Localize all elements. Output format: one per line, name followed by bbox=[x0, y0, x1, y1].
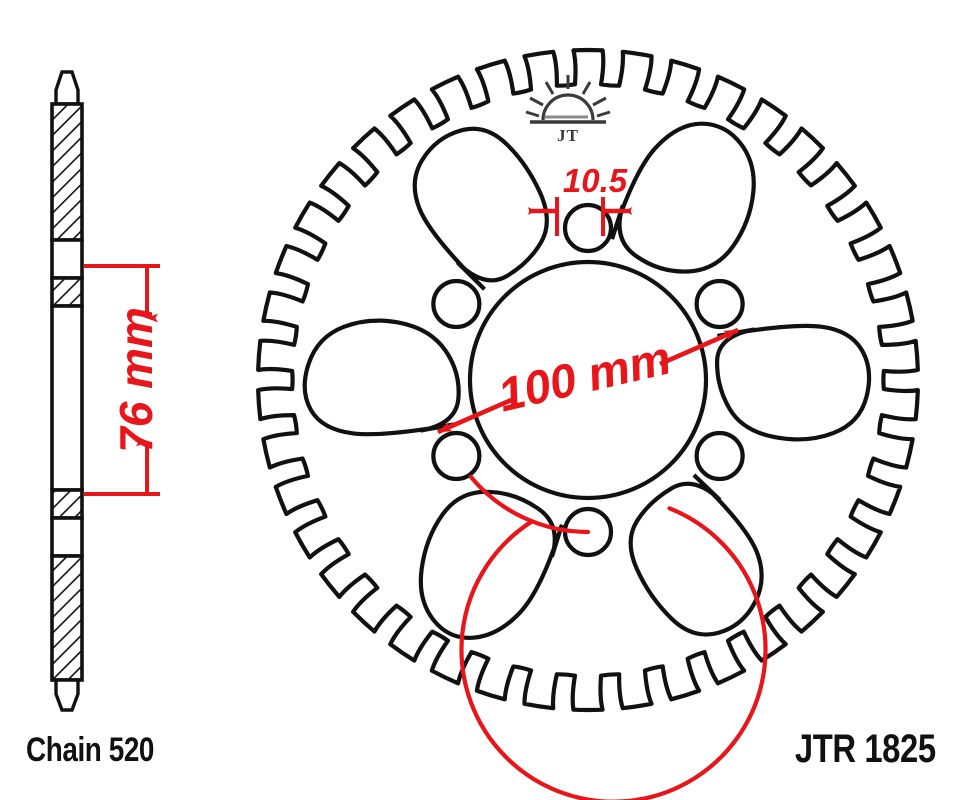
section-top-hatch bbox=[50, 102, 84, 242]
sunrise-dome bbox=[541, 93, 595, 121]
bolt-hole bbox=[431, 278, 482, 330]
section-lower-band bbox=[50, 488, 84, 520]
section-top-tip bbox=[54, 70, 80, 106]
part-number-label: JTR 1825 bbox=[795, 727, 936, 771]
dim100-arrow-right bbox=[659, 327, 739, 367]
lightening-hole bbox=[302, 318, 461, 437]
lightening-hole bbox=[714, 323, 872, 442]
dimension-10-5-label: 10.5 bbox=[563, 162, 628, 199]
section-bottom-hatch bbox=[50, 554, 84, 682]
bolt-hole bbox=[694, 278, 745, 330]
dimension-76mm: 76 mm bbox=[84, 264, 162, 496]
lightening-hole bbox=[412, 126, 549, 291]
ray-4 bbox=[592, 96, 607, 107]
side-section-view bbox=[50, 70, 84, 712]
section-bottom-gap bbox=[50, 516, 84, 558]
ray-1 bbox=[544, 81, 555, 95]
dim100-arrow-left bbox=[437, 395, 517, 435]
ray-6 bbox=[596, 110, 611, 118]
lightening-holes-group bbox=[302, 121, 872, 640]
lightening-hole bbox=[418, 489, 564, 640]
ray-2 bbox=[581, 81, 592, 95]
dimension-76mm-label: 76 mm bbox=[110, 307, 162, 453]
bolt-circle-arc-tail bbox=[468, 474, 591, 535]
center-bore bbox=[467, 259, 709, 501]
section-top-gap bbox=[50, 238, 84, 280]
section-bottom-tip bbox=[54, 678, 80, 712]
front-face-view: 100 mm 10.5 bbox=[256, 47, 920, 800]
section-upper-band bbox=[50, 276, 84, 308]
bolt-hole bbox=[694, 430, 745, 482]
dimension-10-5: 10.5 bbox=[527, 162, 633, 236]
lightening-hole bbox=[610, 121, 756, 274]
jt-logo-text: JT bbox=[557, 126, 579, 145]
ray-3 bbox=[529, 96, 544, 107]
chain-label: Chain 520 bbox=[26, 731, 155, 769]
bolt-hole bbox=[562, 202, 614, 254]
ray-5 bbox=[525, 110, 540, 118]
jt-sunrise-logo: JT bbox=[525, 75, 611, 145]
bolt-hole bbox=[431, 430, 482, 482]
lightening-hole bbox=[628, 473, 764, 637]
bolt-circle-arc bbox=[459, 506, 768, 800]
bolt-holes-group bbox=[431, 202, 745, 558]
section-web bbox=[50, 304, 84, 492]
